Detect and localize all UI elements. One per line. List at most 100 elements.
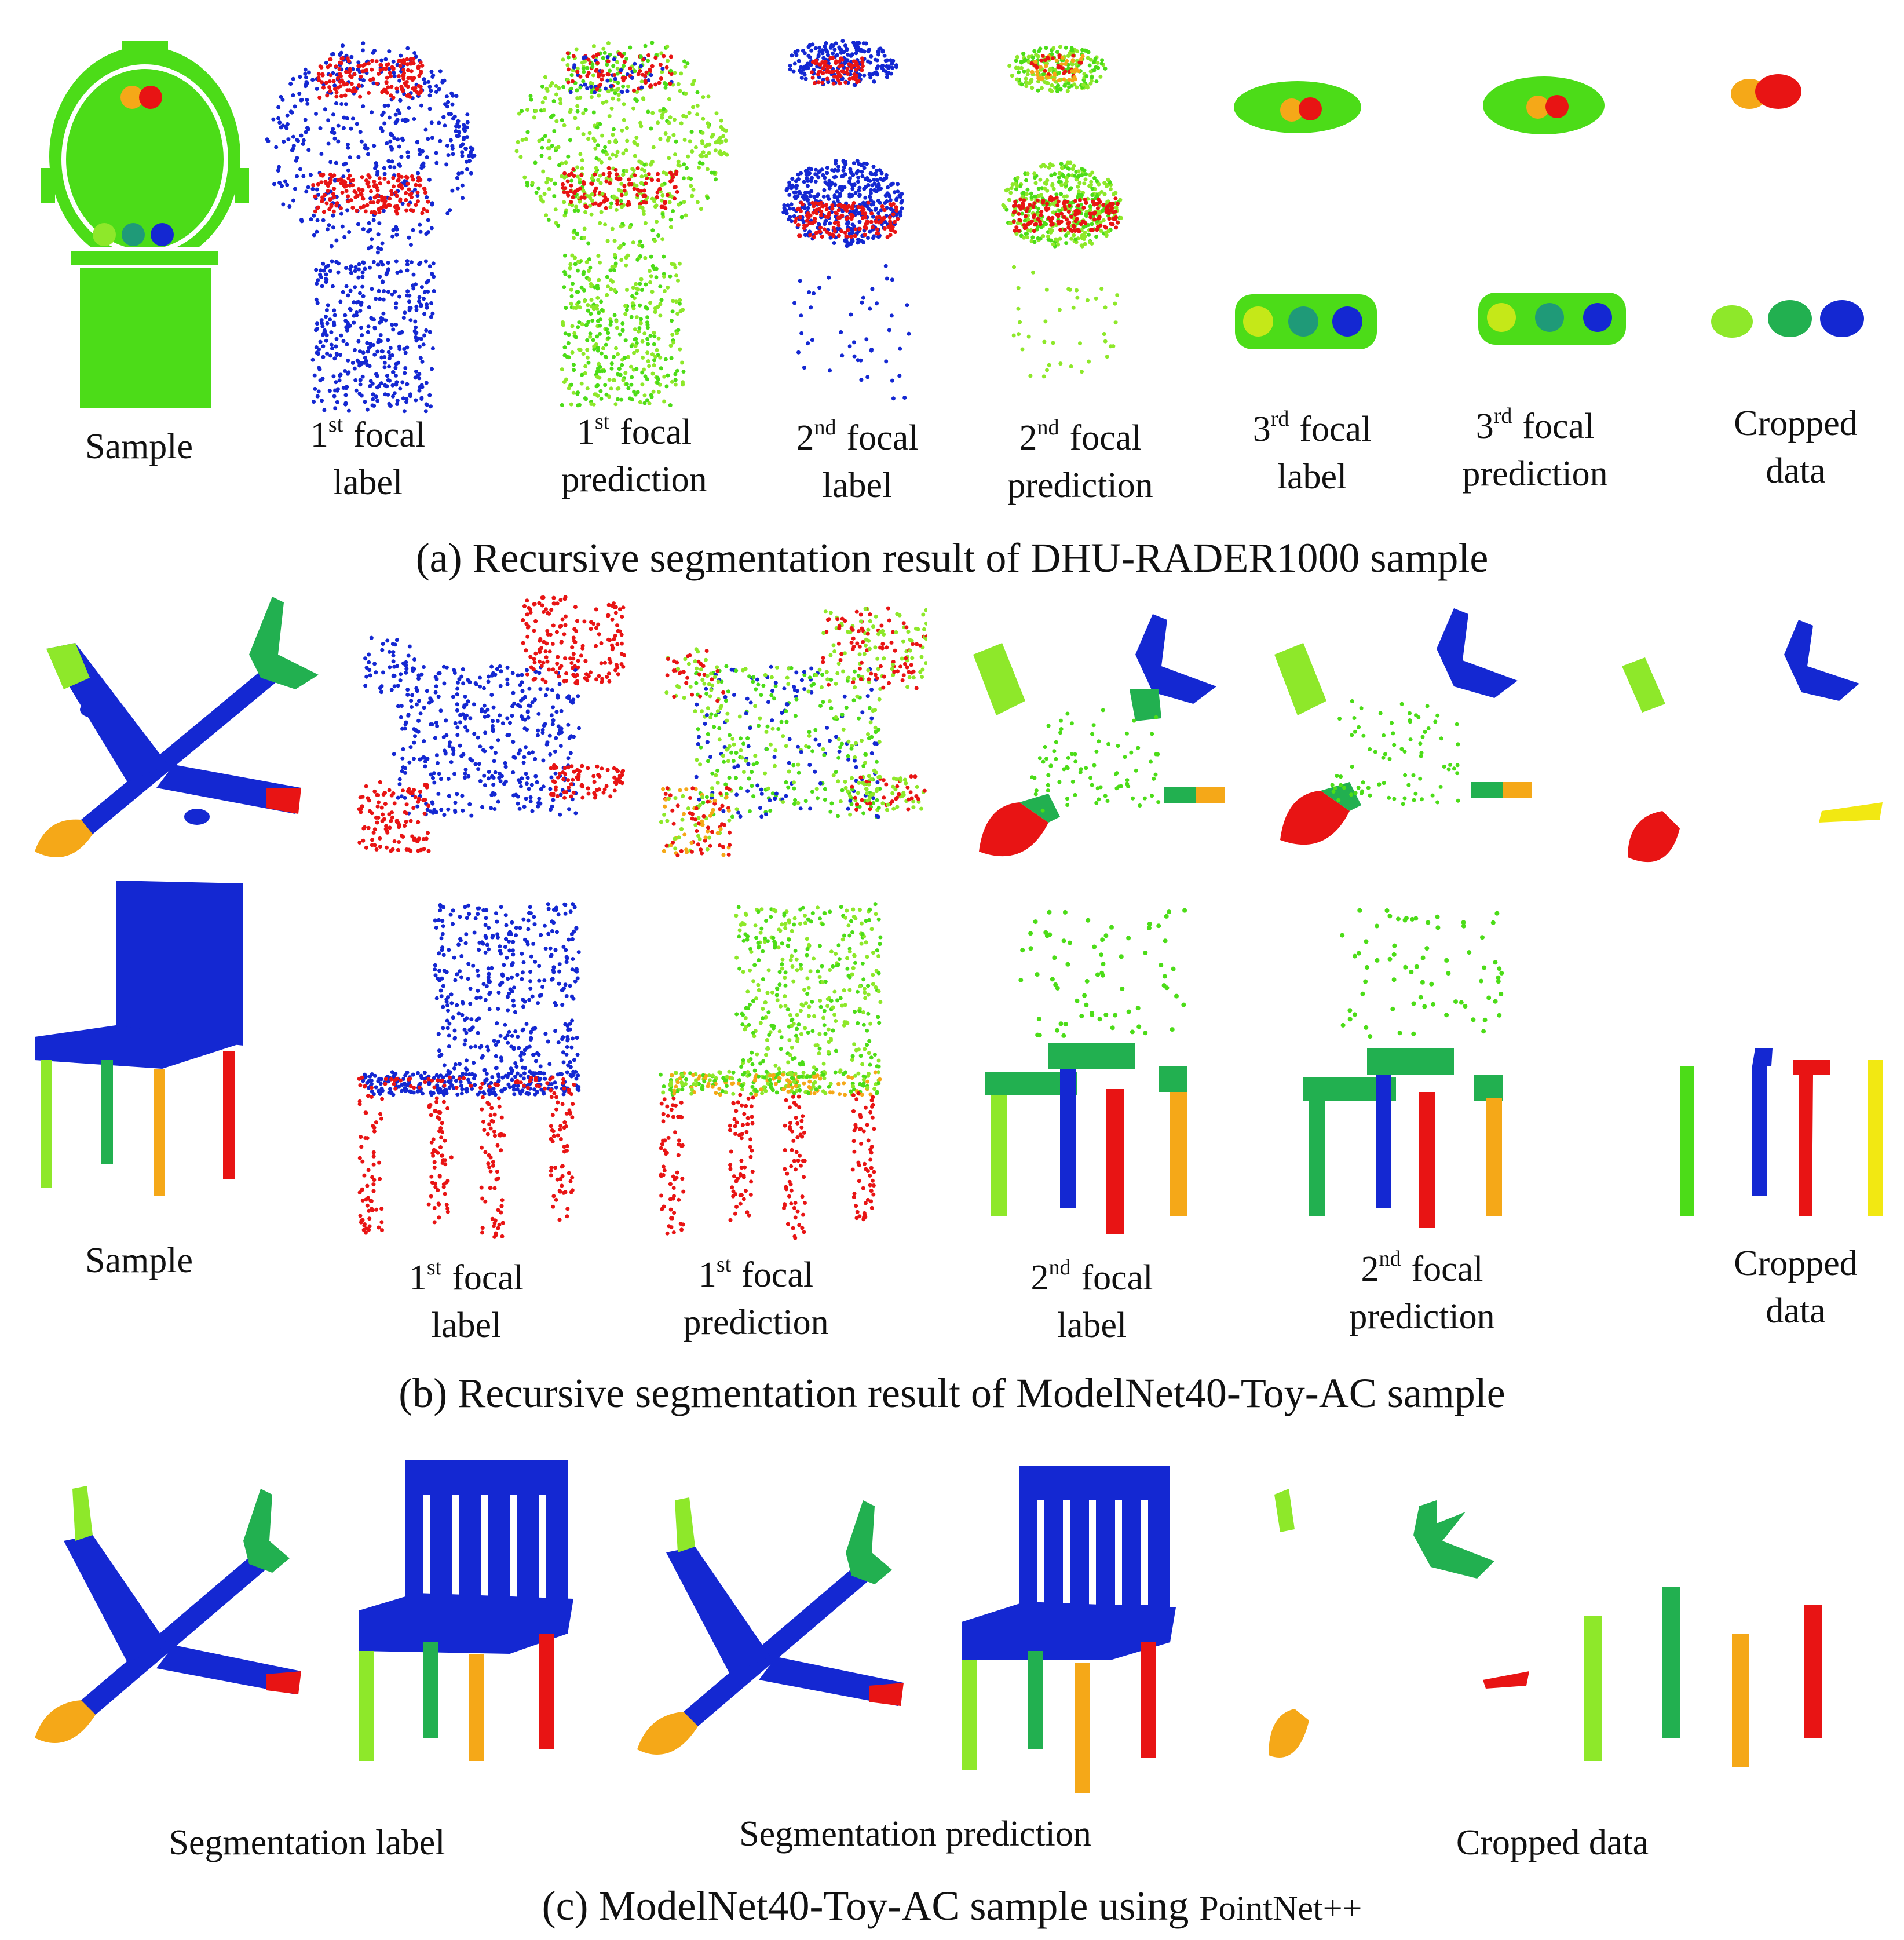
b2pc-leg-red <box>1419 1092 1435 1228</box>
c-plane-wingtip-left <box>72 1486 93 1541</box>
a-crop-green <box>1768 300 1812 337</box>
b2lc-seat-mid <box>1048 1043 1135 1069</box>
plane-shape <box>35 597 319 857</box>
a-crop-red <box>1755 74 1801 109</box>
b2l-wingtip-left <box>973 643 1025 715</box>
b2p-wingtip-left <box>1274 643 1326 715</box>
c-pred-chair <box>962 1466 1176 1793</box>
a3l-top-orange <box>1280 98 1303 122</box>
b-focal2-label-plane <box>973 614 1225 857</box>
cpc-leg-green <box>1028 1651 1043 1749</box>
cpc-seat <box>962 1602 1176 1660</box>
bc-tail-blue <box>1784 620 1859 701</box>
cp-plane-wing-left <box>666 1547 770 1674</box>
c-chair-slots <box>423 1495 546 1599</box>
chair-seat <box>35 1025 243 1069</box>
b2pc-seat-mid <box>1367 1048 1454 1075</box>
b2lc-leg-blue <box>1060 1069 1076 1208</box>
plane-fuselage <box>58 666 278 846</box>
cc-tail-green <box>1413 1500 1494 1579</box>
a3p-bottom-blue <box>1583 303 1612 332</box>
b2l-wingtip-right-orange <box>1196 787 1225 803</box>
sub-a-p3: prediction <box>1462 454 1608 494</box>
sample-right-tab <box>235 168 249 203</box>
label-c-seg-pred: Segmentation prediction <box>739 1814 1091 1854</box>
b-focal2-pred-chair-points <box>1340 908 1504 1039</box>
focal-a-l3: focal <box>1299 410 1372 449</box>
b-focal1-pred-plane <box>659 606 927 858</box>
cp-plane-wingtip-right <box>869 1683 904 1706</box>
cc-leg-orange <box>1732 1634 1749 1767</box>
a-focal2-pred-cloud-points <box>1001 45 1123 379</box>
ord-a-l1: st <box>328 412 343 437</box>
focal-a-p3: focal <box>1522 407 1595 446</box>
bc-nose-red <box>1628 811 1680 863</box>
label-c-cropped: Cropped data <box>1456 1823 1649 1862</box>
a-crop-blue <box>1820 300 1864 337</box>
c-chair-leg-orange <box>469 1654 484 1761</box>
b2pc-leg-blue <box>1376 1075 1391 1208</box>
focal-a-l2: focal <box>846 418 919 458</box>
a-cropped-cloud <box>1711 74 1864 338</box>
b-focal1-label-chair <box>357 902 581 1239</box>
c-label-plane <box>35 1486 301 1743</box>
b-focal2-pred-chair <box>1303 908 1504 1228</box>
sub-b-p2: prediction <box>1349 1297 1495 1336</box>
label-c-seg-label: Segmentation label <box>169 1823 445 1862</box>
a-focal2-label-cloud <box>781 39 911 401</box>
c-label-chair <box>359 1460 573 1761</box>
cp-plane-wingtip-left <box>675 1497 695 1552</box>
b-focal1-label-plane-points <box>357 595 626 853</box>
c-chair-leg-lightgreen <box>359 1651 374 1761</box>
caption-b: (b) Recursive segmentation result of Mod… <box>399 1370 1505 1416</box>
cpc-slots <box>1037 1500 1148 1605</box>
label-a-sample: Sample <box>85 427 193 466</box>
c-cropped-parts <box>1269 1489 1822 1767</box>
b2lc-seat-right <box>1159 1066 1187 1092</box>
c-plane-nose <box>35 1700 96 1743</box>
sub-b-l1: label <box>431 1306 502 1345</box>
ord-a-l2: nd <box>814 415 836 440</box>
b2p-wingtip-right-green <box>1471 782 1506 798</box>
chair-back <box>116 881 243 1046</box>
plane-wingtip-right <box>266 788 301 814</box>
b2pc-leg-lightgreen <box>1309 1101 1325 1216</box>
sub-a-p2: prediction <box>1007 466 1153 505</box>
b-focal2-label-chair <box>985 908 1187 1234</box>
a-focal1-label-cloud <box>265 41 477 414</box>
c-pred-plane <box>637 1497 904 1755</box>
b-cropped-plane <box>1622 620 1883 863</box>
sub-a-l1: label <box>332 463 403 502</box>
c-plane-wing-right <box>156 1645 301 1694</box>
b2lc-leg-red <box>1106 1089 1124 1234</box>
plane-wingtip-left <box>46 643 90 689</box>
a3p-top-orange <box>1526 96 1549 119</box>
focal-b-l1: focal <box>452 1258 524 1298</box>
sub-b-p1: prediction <box>683 1303 829 1342</box>
cp-plane-nose <box>637 1712 698 1755</box>
c-chair-leg-red <box>539 1634 554 1749</box>
plane-tail <box>249 597 319 689</box>
b-focal1-label-chair-points <box>357 902 581 1239</box>
sub-b-l2: label <box>1057 1306 1127 1345</box>
b-focal2-pred-plane-points <box>1330 699 1460 806</box>
focal-b-p1: focal <box>741 1255 814 1295</box>
a-focal1-label-cloud-points <box>265 41 477 414</box>
a-focal3-label-cloud <box>1234 81 1377 349</box>
chair-leg-lightgreen <box>41 1060 52 1188</box>
caption-a: (a) Recursive segmentation result of DHU… <box>415 535 1489 581</box>
crop-b-bottom: data <box>1766 1291 1826 1331</box>
b-focal1-pred-plane-points <box>659 606 927 858</box>
focal-b-l2: focal <box>1081 1258 1153 1298</box>
plane-wing-right <box>156 765 301 814</box>
b-sample-plane <box>35 597 319 857</box>
b-focal2-label-chair-points <box>1018 908 1187 1038</box>
c-chair-seat <box>359 1593 573 1654</box>
b2l-tail-blue <box>1135 614 1216 704</box>
